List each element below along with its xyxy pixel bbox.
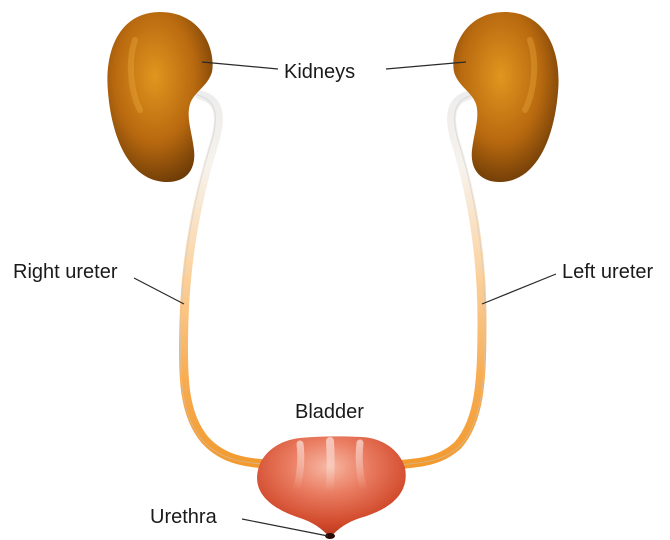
left-ureter-label: Left ureter	[562, 261, 654, 283]
right-ureter	[180, 95, 280, 465]
kidneys-label: Kidneys	[284, 61, 355, 83]
bladder	[257, 436, 406, 539]
right-ureter-label: Right ureter	[13, 261, 118, 283]
urethra-label: Urethra	[150, 506, 218, 528]
left-ureter	[395, 95, 485, 465]
right-ureter-leader	[134, 278, 184, 304]
bladder-label: Bladder	[295, 401, 364, 423]
left-ureter-leader	[482, 274, 556, 304]
kidneys-leader-left	[202, 62, 278, 69]
